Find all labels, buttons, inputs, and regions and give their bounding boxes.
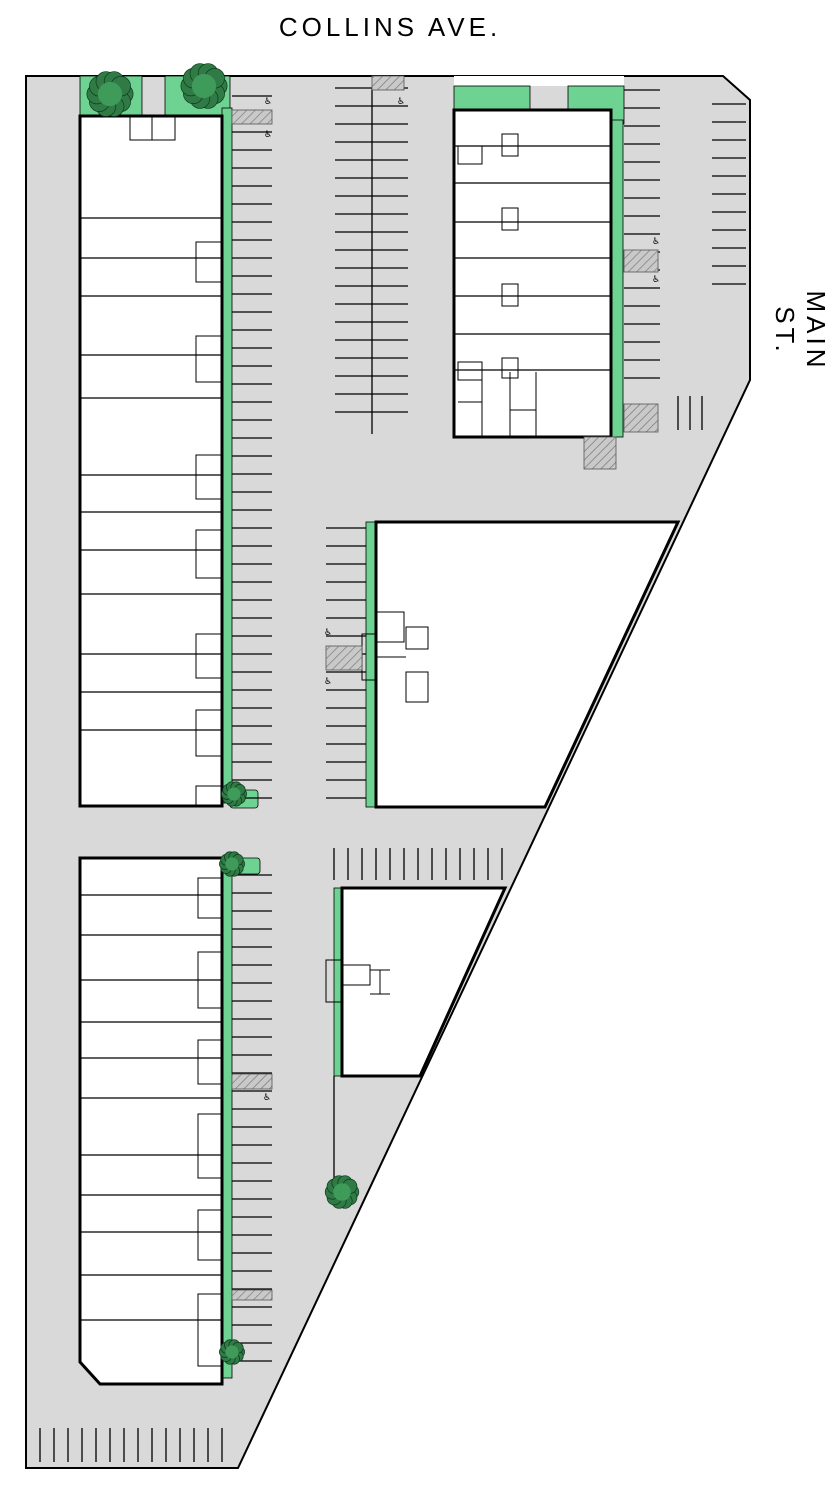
parking-stalls — [39, 87, 746, 1462]
tree-icon — [86, 63, 360, 1365]
svg-text:♿: ♿ — [324, 677, 332, 687]
building-d — [361, 520, 681, 809]
svg-text:♿: ♿ — [652, 275, 660, 285]
svg-text:♿: ♿ — [264, 130, 272, 140]
tree-icon — [219, 1339, 245, 1365]
svg-text:♿: ♿ — [263, 1093, 271, 1103]
tree-icon — [221, 781, 247, 807]
svg-text:♿: ♿ — [324, 628, 332, 638]
tree-icon — [180, 63, 228, 109]
svg-text:♿: ♿ — [652, 237, 660, 247]
entry-walkway — [454, 76, 624, 86]
svg-text:♿: ♿ — [264, 97, 272, 107]
svg-text:♿: ♿ — [397, 97, 405, 107]
building-b — [78, 856, 224, 1386]
building-e — [325, 886, 508, 1078]
access-aisles — [231, 75, 659, 1301]
street-label-collins-ave: COLLINS AVE. — [278, 12, 502, 42]
building-c — [452, 108, 613, 439]
tree-icon — [86, 71, 134, 117]
tree-icon — [219, 851, 245, 877]
building-a — [78, 114, 224, 808]
wheelchair-icon: ♿ ♿ ♿ ♿ ♿ ♿ ♿ ♿ — [263, 97, 660, 1103]
tree-icon — [324, 1175, 360, 1209]
